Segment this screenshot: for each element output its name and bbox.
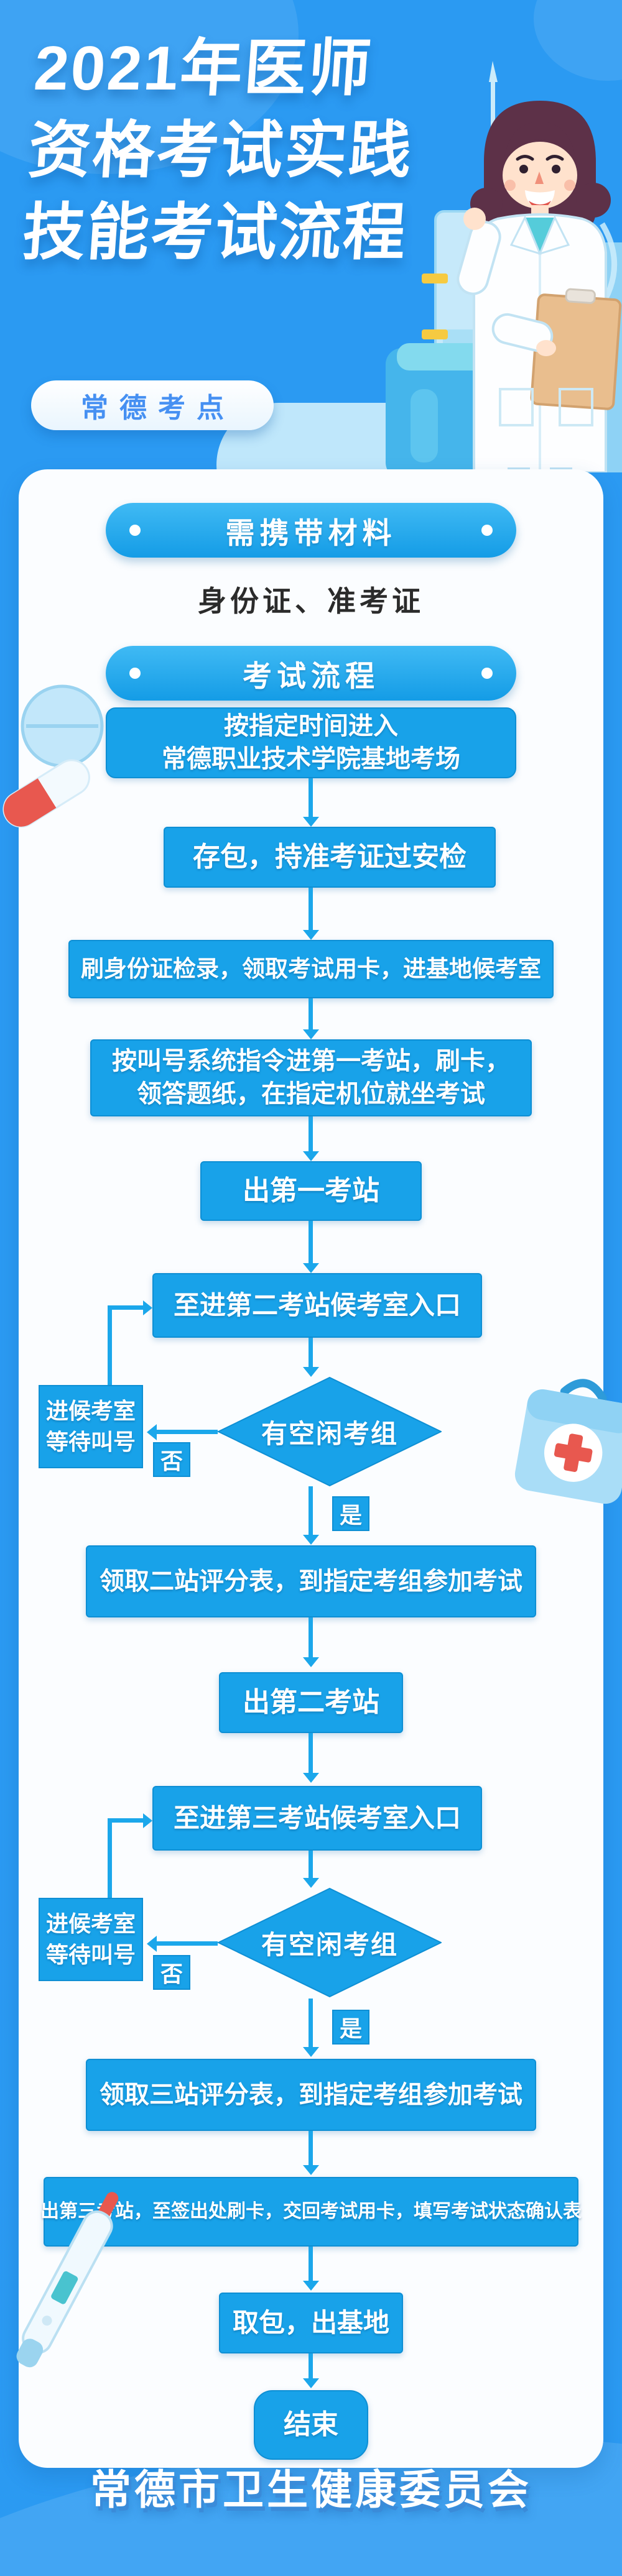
- flow-arrow-down: [309, 1221, 313, 1263]
- flow-step-id-check: 刷身份证检录，领取考试用卡，进基地候考室: [68, 940, 554, 998]
- title-line-3: 技能考试流程: [20, 198, 410, 267]
- decision-free-group-1: 有空闲考组: [216, 1376, 443, 1487]
- section-header-materials: 需携带材料: [106, 503, 516, 558]
- flow-arrow-down: [309, 1116, 313, 1151]
- flow-step-station3-exit-signout: 出第三考站，至签出处刷卡，交回考试用卡，填写考试状态确认表: [40, 2177, 582, 2247]
- title-line-1: 2021年医师: [32, 34, 375, 103]
- decision1-text: 有空闲考组: [261, 1419, 398, 1448]
- label-yes-1: 是: [332, 1496, 369, 1531]
- decision2-text: 有空闲考组: [261, 1930, 398, 1959]
- title-line-2: 资格考试实践: [26, 116, 415, 185]
- flow-end-node: 结束: [254, 2390, 368, 2460]
- first-aid-kit-icon: [514, 1379, 622, 1504]
- step4-line2: 领答题纸，在指定机位就坐考试: [137, 1080, 485, 1108]
- flow-step-station3-waiting-entrance: 至进第三考站候考室入口: [152, 1786, 482, 1851]
- loop-arrow-right-2: [108, 1818, 143, 1823]
- flow-arrow-down: [309, 1617, 313, 1657]
- flow-arrow-down-yes-2: [309, 1999, 313, 2047]
- flow-arrow-down: [309, 1338, 313, 1367]
- step4-line1: 按叫号系统指令进第一考站，刷卡，: [112, 1047, 510, 1075]
- pill-tablet-icon: [2, 684, 104, 828]
- flow-arrow-down: [309, 2353, 313, 2378]
- wait-room-box-2: 进候考室 等待叫号: [39, 1898, 143, 1981]
- page-title: 2021年医师 资格考试实践 技能考试流程: [20, 27, 422, 274]
- site-badge: 常德考点: [31, 380, 274, 430]
- section-header-process: 考试流程: [106, 646, 516, 701]
- wait1-line1: 进候考室: [45, 1398, 136, 1424]
- capsule-icon: [2, 759, 90, 828]
- wait2-line2: 等待叫号: [45, 1942, 136, 1967]
- flow-arrow-down-yes-1: [309, 1486, 313, 1535]
- flow-step-bag-security: 存包，持准考证过安检: [164, 827, 496, 888]
- flow-step-station3-scoresheet: 领取三站评分表，到指定考组参加考试: [86, 2059, 536, 2131]
- flow-step-enter-venue: 按指定时间进入 常德职业技术学院基地考场: [106, 707, 516, 778]
- decision-free-group-2: 有空闲考组: [216, 1887, 443, 1998]
- flow-arrow-down: [309, 998, 313, 1029]
- flow-arrow-down: [309, 1733, 313, 1773]
- loop-line-vertical-1: [108, 1305, 112, 1385]
- label-no-2: 否: [153, 1955, 190, 1990]
- wait2-line1: 进候考室: [45, 1911, 136, 1936]
- diamond-shape: [216, 1376, 443, 1487]
- label-yes-2: 是: [332, 2010, 369, 2045]
- loop-arrow-right-1: [108, 1305, 143, 1310]
- flow-arrow-down: [309, 778, 313, 817]
- wait-room-box-1: 进候考室 等待叫号: [39, 1385, 143, 1468]
- flowchart-panel: 需携带材料 身份证、准考证 考试流程 按指定时间进入 常德职业技术学院基地考场 …: [19, 469, 603, 2468]
- flow-arrow-left-no-2: [157, 1941, 218, 1946]
- wait1-line2: 等待叫号: [45, 1429, 136, 1455]
- doctor-illustration: [386, 61, 622, 472]
- materials-text: 身份证、准考证: [198, 585, 424, 617]
- flow-arrow-left-no-1: [157, 1430, 218, 1434]
- diamond-shape: [216, 1887, 443, 1998]
- flow-arrow-down: [309, 888, 313, 930]
- flow-arrow-down: [309, 1851, 313, 1878]
- footer-organization: 常德市卫生健康委员会: [90, 2467, 532, 2513]
- thermometer-icon: [16, 2192, 119, 2368]
- doctor-figure: [457, 101, 622, 472]
- flow-step-station1-enter: 按叫号系统指令进第一考站，刷卡， 领答题纸，在指定机位就坐考试: [90, 1039, 532, 1116]
- flow-step-take-bag-leave: 取包，出基地: [219, 2293, 403, 2353]
- label-no-1: 否: [153, 1442, 190, 1477]
- flow-arrow-down: [309, 2131, 313, 2165]
- loop-line-vertical-2: [108, 1818, 112, 1898]
- flow-step-station1-exit: 出第一考站: [200, 1161, 422, 1221]
- flow-step-station2-waiting-entrance: 至进第二考站候考室入口: [152, 1273, 482, 1338]
- flow-step-station2-scoresheet: 领取二站评分表，到指定考组参加考试: [86, 1545, 536, 1617]
- flow-arrow-down: [309, 2247, 313, 2281]
- step1-line2: 常德职业技术学院基地考场: [162, 745, 460, 773]
- flow-step-station2-exit: 出第二考站: [219, 1672, 403, 1733]
- step1-line1: 按指定时间进入: [224, 712, 398, 740]
